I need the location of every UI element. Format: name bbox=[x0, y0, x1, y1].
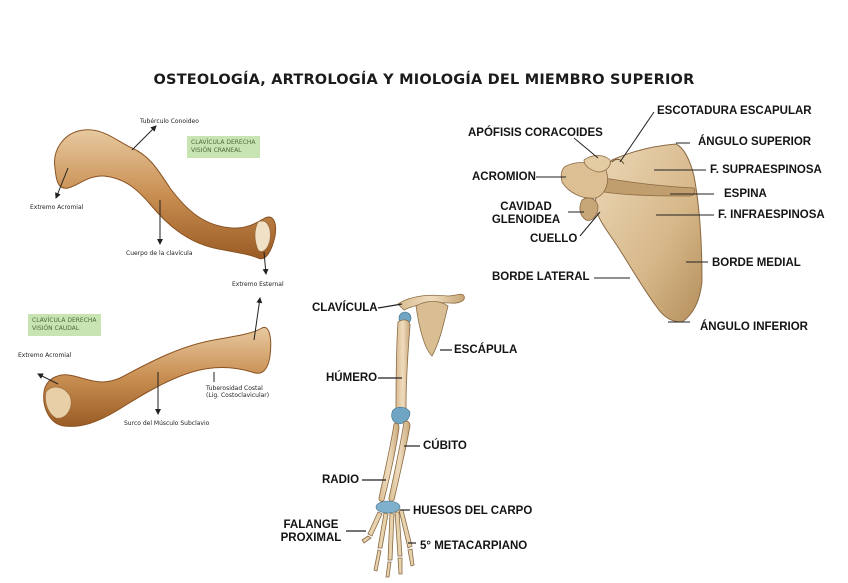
label-espina: ESPINA bbox=[724, 188, 767, 200]
label-borde-lateral: BORDE LATERAL bbox=[492, 271, 590, 283]
label-cuello: CUELLO bbox=[530, 233, 578, 245]
label-escapula: ESCÁPULA bbox=[454, 344, 518, 356]
tag-line: CLAVÍCULA DERECHA bbox=[191, 139, 256, 146]
leader-line bbox=[131, 125, 157, 151]
label-borde-medial: BORDE MEDIAL bbox=[712, 257, 801, 269]
label-angulo-superior: ÁNGULO SUPERIOR bbox=[698, 136, 812, 148]
label-line: (Lig. Costoclavicular) bbox=[206, 392, 270, 399]
label-angulo-inferior: ÁNGULO INFERIOR bbox=[700, 321, 808, 333]
label-f-supraespinosa: F. SUPRAESPINOSA bbox=[710, 164, 822, 176]
label-falange-proximal: FALANGE PROXIMAL bbox=[278, 519, 344, 545]
label-escotadura-escapular: ESCOTADURA ESCAPULAR bbox=[657, 105, 812, 117]
label-f-infraespinosa: F. INFRAESPINOSA bbox=[718, 209, 825, 221]
label-radio: RADIO bbox=[322, 474, 360, 486]
page-title: OSTEOLOGÍA, ARTROLOGÍA Y MIOLOGÍA DEL MI… bbox=[153, 72, 695, 88]
label-extremo-acromial-bottom: Extremo Acromial bbox=[18, 352, 72, 359]
label-tuberosidad-costal: Tuberosidad Costal (Lig. Costoclavicular… bbox=[206, 385, 269, 399]
label-surco-subclavio: Surco del Músculo Subclavio bbox=[124, 420, 210, 427]
label-cubito: CÚBITO bbox=[423, 440, 467, 452]
arm-leader-lines bbox=[346, 303, 452, 544]
leader-line bbox=[55, 167, 69, 199]
label-cuerpo-clavicula: Cuerpo de la clavícula bbox=[126, 250, 193, 257]
label-humero: HÚMERO bbox=[326, 372, 378, 384]
clavicle-bottom-tag: CLAVÍCULA DERECHA VISIÓN CAUDAL bbox=[28, 314, 101, 336]
label-huesos-carpo: HUESOS DEL CARPO bbox=[413, 505, 533, 517]
label-line: FALANGE bbox=[283, 519, 339, 531]
clavicle-top-image bbox=[54, 129, 277, 260]
tag-line: VISIÓN CRANEAL bbox=[191, 147, 242, 154]
label-cavidad-glenoidea: CAVIDAD GLENOIDEA bbox=[488, 201, 564, 227]
scapula-leader-lines bbox=[536, 111, 714, 323]
label-acromion: ACROMION bbox=[472, 171, 536, 183]
label-extremo-esternal: Extremo Esternal bbox=[232, 281, 284, 288]
label-quinto-metacarpiano: 5° METACARPIANO bbox=[420, 540, 528, 552]
label-clavicula: CLAVÍCULA bbox=[312, 302, 378, 314]
label-tuberculo-conoideo: Tubérculo Conoideo bbox=[140, 118, 199, 125]
clavicle-top-tag: CLAVÍCULA DERECHA VISIÓN CRANEAL bbox=[187, 136, 260, 158]
label-line: Tuberosidad Costal bbox=[206, 385, 263, 392]
leader-line bbox=[253, 297, 263, 341]
scapula-image bbox=[560, 143, 703, 323]
label-line: CAVIDAD bbox=[500, 201, 552, 213]
label-extremo-acromial-top: Extremo Acromial bbox=[30, 204, 84, 211]
tag-line: CLAVÍCULA DERECHA bbox=[32, 317, 97, 324]
arm-skeleton-image bbox=[361, 293, 465, 578]
leader-line bbox=[37, 373, 59, 385]
label-line: PROXIMAL bbox=[280, 532, 342, 544]
tag-line: VISIÓN CAUDAL bbox=[32, 325, 80, 332]
label-line: GLENOIDEA bbox=[491, 214, 561, 226]
leader-line bbox=[262, 251, 269, 275]
clavicle-bottom-image bbox=[43, 326, 272, 427]
label-apofisis-coracoides: APÓFISIS CORACOIDES bbox=[468, 127, 603, 139]
